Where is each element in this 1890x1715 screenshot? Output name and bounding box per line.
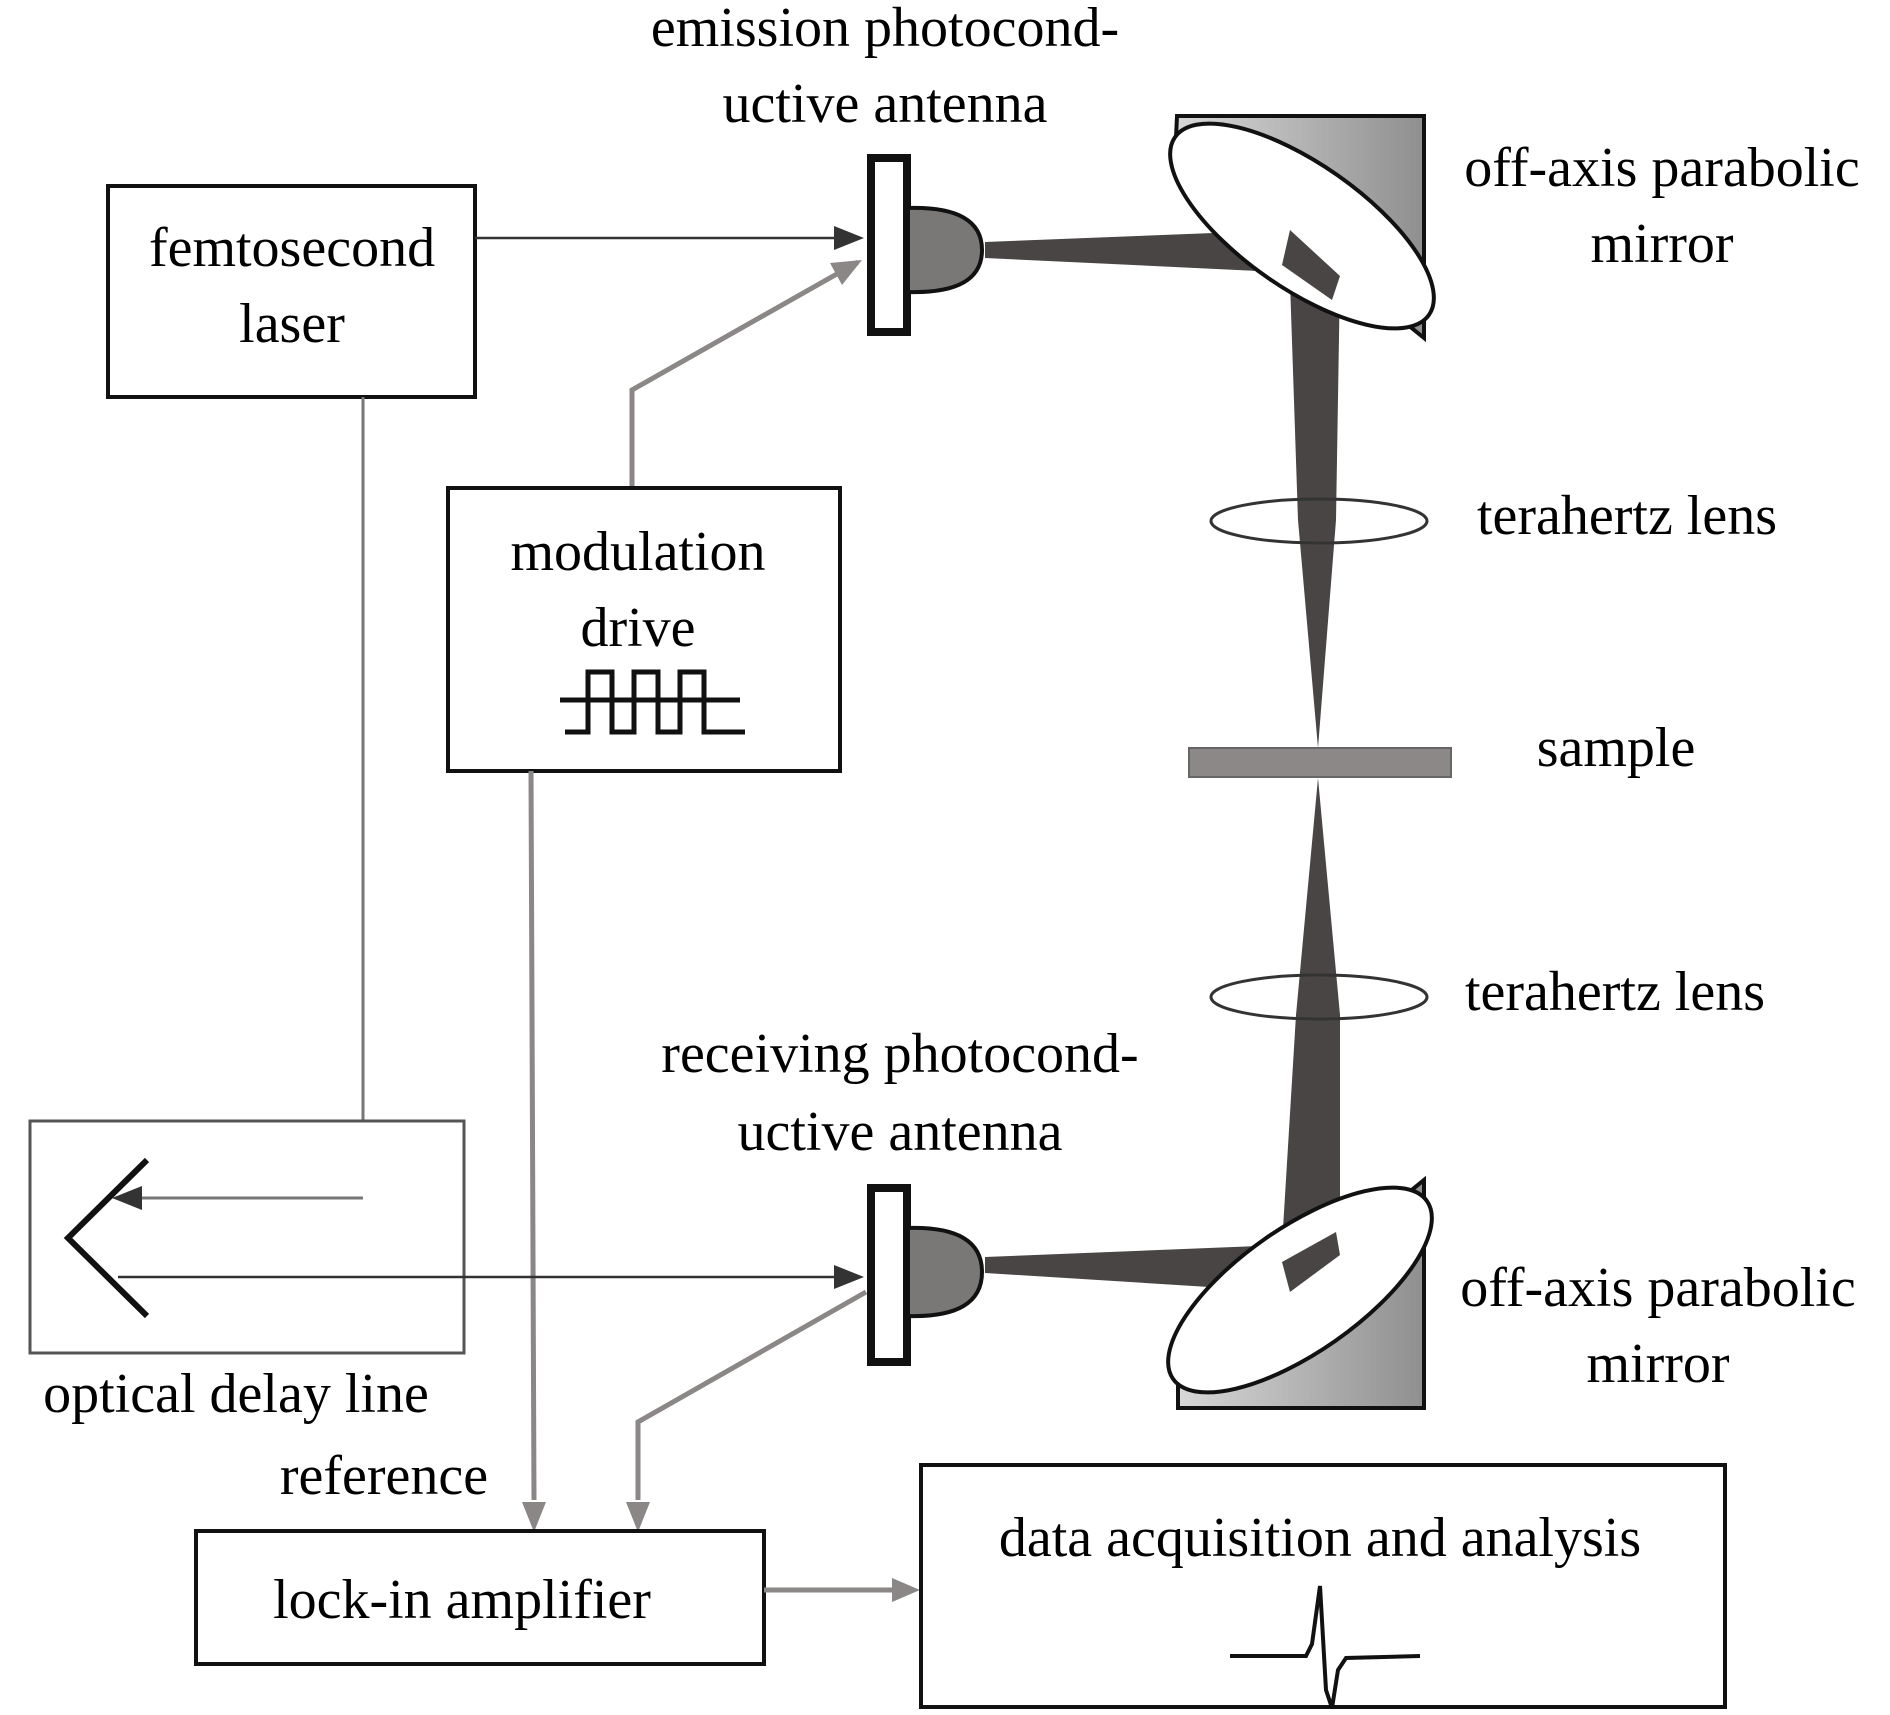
femtosecond-laser-box: femtosecond laser [106, 184, 477, 399]
off-axis-parabolic-mirror-bottom [1166, 1175, 1434, 1410]
data-acquisition-box: data acquisition and analysis [919, 1463, 1727, 1709]
sample-label: sample [1537, 717, 1696, 779]
off-axis-parabolic-mirror-top [1168, 114, 1436, 343]
retroreflector-icon [63, 1157, 150, 1319]
delay-to-receiver-arrowhead [834, 1265, 864, 1289]
receiver-to-lockin-line [635, 1289, 868, 1500]
mirror-bottom-label-line2: mirror [1586, 1333, 1729, 1395]
optical-delay-line-box [28, 1119, 466, 1355]
lock-in-amplifier-label: lock-in amplifier [273, 1569, 651, 1631]
sample-slab [1188, 747, 1452, 778]
emission-antenna-label-line2: uctive antenna [723, 73, 1048, 135]
receiver-to-lockin-arrowhead [626, 1502, 650, 1532]
receiving-antenna-label-line2: uctive antenna [738, 1101, 1063, 1163]
terahertz-lens-top-label: terahertz lens [1477, 485, 1777, 547]
laser-to-delay-line [118, 397, 365, 1200]
modulation-to-emitter-line [629, 259, 860, 488]
lock-in-amplifier-box: lock-in amplifier [194, 1529, 766, 1666]
reference-label: reference [280, 1445, 488, 1507]
thz-pulse-waveform-icon [1230, 1585, 1421, 1709]
emission-antenna-label-line1: emission photocond- [651, 0, 1119, 59]
mirror-bottom-label-line1: off-axis parabolic [1460, 1257, 1855, 1319]
laser-to-emitter-arrowhead [834, 226, 864, 250]
receiving-antenna-label-line1: receiving photocond- [661, 1023, 1138, 1085]
femtosecond-laser-label-line2: laser [239, 293, 345, 355]
square-wave-icon [560, 669, 745, 735]
terahertz-lens-top [1209, 497, 1429, 545]
femtosecond-laser-label-line1: femtosecond [149, 217, 435, 279]
modulation-drive-label-line1: modulation [510, 521, 765, 583]
modulation-drive-label-line2: drive [580, 597, 695, 659]
modulation-to-emitter-arrowhead [830, 260, 862, 285]
mirror-top-label-line2: mirror [1590, 213, 1733, 275]
optical-delay-line-label: optical delay line [43, 1363, 429, 1425]
mirror-top-label-line1: off-axis parabolic [1464, 137, 1859, 199]
emission-antenna [867, 154, 985, 336]
terahertz-lens-bottom-label: terahertz lens [1465, 961, 1765, 1023]
lockin-to-daq-arrowhead [892, 1578, 920, 1602]
receiving-antenna [867, 1184, 985, 1366]
modulation-to-lockin-arrowhead [522, 1502, 546, 1532]
modulation-to-lockin-line [528, 770, 537, 1501]
data-acquisition-label: data acquisition and analysis [999, 1507, 1641, 1569]
terahertz-lens-bottom [1209, 973, 1429, 1021]
modulation-drive-box: modulation drive [446, 486, 842, 773]
delay-input-arrowhead [112, 1186, 142, 1210]
